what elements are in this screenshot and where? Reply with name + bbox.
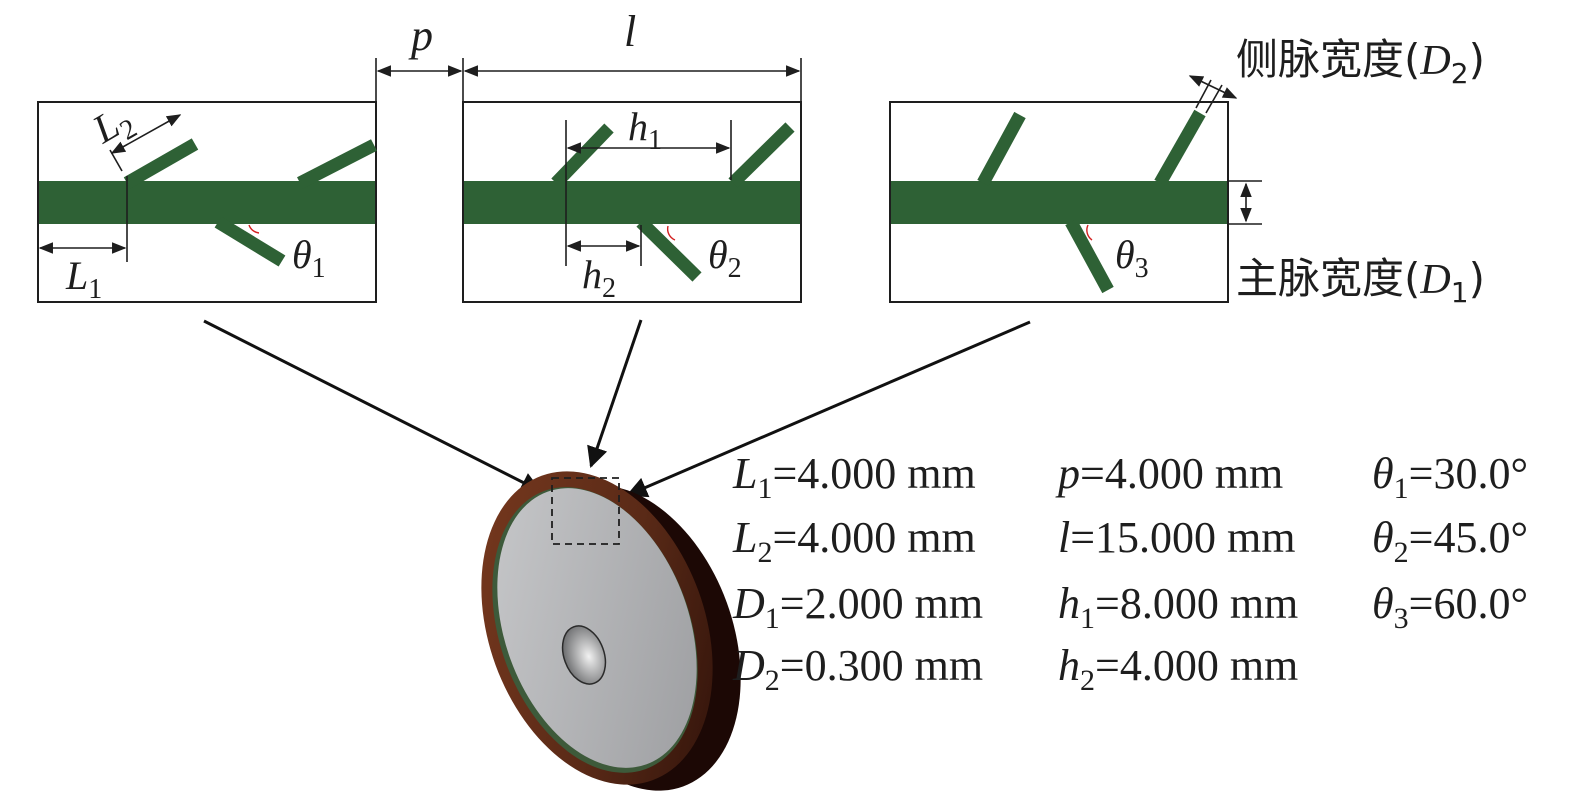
D2-dimension-line <box>1188 75 1238 99</box>
l-label: l <box>624 7 636 56</box>
grinding-wheel <box>481 471 741 791</box>
p-label: p <box>408 11 433 60</box>
side-vein-1a <box>123 138 199 189</box>
parameter-theta2: θ2=45.0° <box>1372 513 1528 569</box>
parameter-list: L1=4.000 mm L2=4.000 mm D1=2.000 mm D2=0.30… <box>732 449 1528 697</box>
main-vein-width-label: 主脉宽度(D1) <box>1236 254 1485 309</box>
l-dimension: l <box>463 7 802 101</box>
parameter-D2: D2=0.300 mm <box>732 641 983 697</box>
side-vein-1c <box>214 216 286 267</box>
theta3-label: θ3 <box>1115 232 1149 284</box>
arrow-panel3-to-wheel <box>626 320 1031 498</box>
theta2-label: θ2 <box>708 232 742 284</box>
parameter-D1: D1=2.000 mm <box>732 579 983 635</box>
side-vein-3a <box>977 111 1026 187</box>
parameter-L2: L2=4.000 mm <box>732 513 976 569</box>
theta1-angle-arc <box>248 224 260 234</box>
arrow-panel2-to-wheel <box>587 319 643 468</box>
arrow-panel1-to-wheel <box>203 319 542 493</box>
main-vein-3 <box>891 181 1227 224</box>
wheel-face <box>497 488 697 768</box>
L2-dimension-line <box>110 114 182 154</box>
main-vein-1 <box>39 181 375 224</box>
theta2-angle-arc <box>666 225 676 241</box>
parameter-h2: h2=4.000 mm <box>1058 641 1298 697</box>
wheel-center-hole <box>561 625 607 685</box>
h2-label: h2 <box>582 252 616 304</box>
p-dimension: p <box>375 11 464 101</box>
parameter-L1: L1=4.000 mm <box>732 449 976 505</box>
parameter-p: p=4.000 mm <box>1055 449 1283 498</box>
side-vein-width-label: 侧脉宽度(D2) <box>1236 35 1485 90</box>
vein-panel-1: L1 L2 θ1 <box>37 101 377 305</box>
L1-label: L1 <box>65 253 102 305</box>
side-vein-2c <box>636 217 702 282</box>
side-vein-1b <box>297 139 377 189</box>
parameter-l: l=15.000 mm <box>1058 513 1296 562</box>
parameter-theta3: θ3=60.0° <box>1372 579 1528 635</box>
parameter-h1: h1=8.000 mm <box>1058 579 1298 635</box>
side-vein-2a <box>551 123 614 188</box>
side-vein-3b <box>1154 109 1206 187</box>
theta3-angle-arc <box>1086 224 1093 241</box>
magnified-region-marker <box>551 477 620 545</box>
side-vein-3c <box>1065 218 1114 294</box>
main-vein-2 <box>464 181 800 224</box>
parameter-theta1: θ1=30.0° <box>1372 449 1528 505</box>
h1-label: h1 <box>628 104 662 156</box>
vein-panel-2: h1 h2 θ2 <box>462 101 802 304</box>
vein-panel-3: θ3 <box>889 75 1262 303</box>
side-vein-2b <box>728 122 795 188</box>
theta1-label: θ1 <box>292 232 326 284</box>
